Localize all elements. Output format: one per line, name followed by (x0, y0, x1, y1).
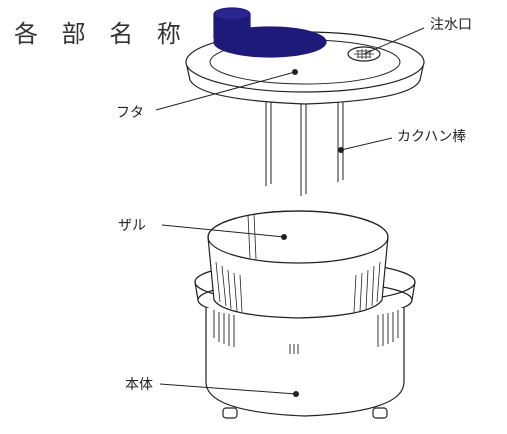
diagram-title: 各 部 名 称 (14, 20, 189, 48)
body-label: 本体 (125, 377, 153, 393)
lid-part (155, 7, 425, 111)
colander-label: ザル (118, 218, 146, 234)
stirrer-label: カクハン棒 (397, 129, 467, 145)
water-inlet-label: 注水口 (430, 17, 472, 33)
stirrer-rods (265, 92, 393, 196)
colander-part (161, 210, 389, 319)
lid-label: フタ (116, 105, 144, 121)
